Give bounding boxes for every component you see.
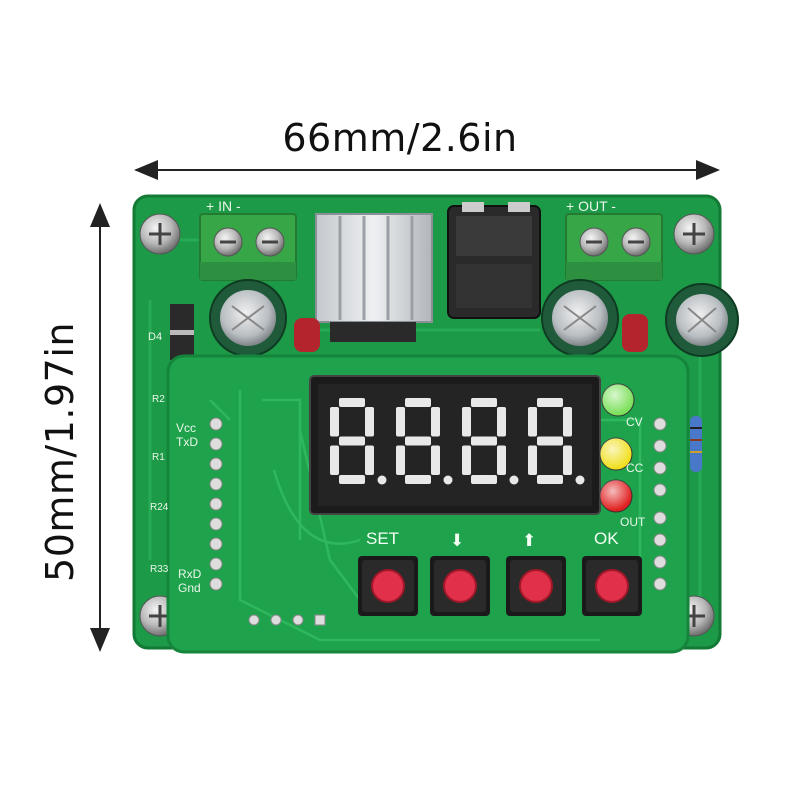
ceramic-capacitor: [622, 314, 648, 352]
set-button[interactable]: [358, 556, 418, 616]
digit-segment: [405, 398, 431, 407]
screw-icon: [139, 213, 181, 255]
led-cc: [599, 437, 633, 471]
digit-segment: [462, 407, 471, 437]
output-terminal-label: + OUT -: [566, 198, 616, 214]
digit-segment: [537, 436, 563, 446]
component-ref: R24: [150, 502, 169, 513]
digit-segment: [339, 436, 365, 446]
digit-segment: [405, 475, 431, 484]
digit-segment: [471, 398, 497, 407]
digit-segment: [330, 445, 339, 475]
digit-segment: [431, 407, 440, 437]
led-label-cc: CC: [626, 461, 644, 475]
digit-segment: [497, 407, 506, 437]
component-ref: D4: [148, 331, 162, 343]
digit-segment: [396, 445, 405, 475]
input-terminal-label: + IN -: [206, 198, 241, 214]
up-button[interactable]: [506, 556, 566, 616]
button-label-ok: OK: [594, 529, 619, 548]
digit-segment: [330, 407, 339, 437]
digit-segment: [537, 475, 563, 484]
down-button[interactable]: [430, 556, 490, 616]
screw-icon: [673, 213, 715, 255]
decimal-point: [509, 475, 519, 485]
header-pins: [209, 417, 223, 591]
digit-segment: [471, 475, 497, 484]
button-label-set: SET: [366, 529, 399, 548]
digit-segment: [396, 407, 405, 437]
component-ref: R1: [152, 452, 165, 463]
pin-label-rxd: RxD: [178, 567, 202, 581]
digit-segment: [339, 398, 365, 407]
resistor: [690, 416, 702, 472]
button-label-down: ⬇: [450, 531, 464, 550]
width-dimension-label: 66mm/2.6in: [282, 116, 518, 160]
digit-segment: [339, 475, 365, 484]
display-digits: [330, 398, 585, 485]
led-label-out: OUT: [620, 515, 646, 529]
component-ref: R2: [152, 394, 165, 405]
digit-segment: [563, 407, 572, 437]
ceramic-capacitor: [294, 318, 320, 352]
pin-label-txd: TxD: [176, 435, 198, 449]
pin-label-vcc: Vcc: [176, 421, 196, 435]
decimal-point: [575, 475, 585, 485]
input-terminal-block: [199, 213, 297, 281]
digit-segment: [528, 407, 537, 437]
digit-segment: [365, 445, 374, 475]
inductor: [447, 202, 541, 319]
digit-segment: [563, 445, 572, 475]
component-ref: R33: [150, 564, 169, 575]
header-pins: [653, 417, 667, 591]
digit-segment: [462, 445, 471, 475]
capacitor: [209, 279, 287, 357]
heatsink: [315, 213, 433, 342]
led-out: [599, 479, 633, 513]
capacitor: [541, 279, 619, 357]
capacitor: [665, 283, 739, 357]
led-label-cv: CV: [626, 415, 643, 429]
digit-segment: [537, 398, 563, 407]
led-cv: [601, 383, 635, 417]
digit-segment: [528, 445, 537, 475]
button-label-up: ⬆: [522, 531, 536, 550]
bottom-pins: [248, 614, 326, 626]
digit-segment: [471, 436, 497, 446]
digit-segment: [431, 445, 440, 475]
ok-button[interactable]: [582, 556, 642, 616]
digit-segment: [405, 436, 431, 446]
pin-label-gnd: Gnd: [178, 581, 201, 595]
output-terminal-block: [565, 213, 663, 281]
digit-segment: [365, 407, 374, 437]
digit-segment: [497, 445, 506, 475]
decimal-point: [377, 475, 387, 485]
decimal-point: [443, 475, 453, 485]
